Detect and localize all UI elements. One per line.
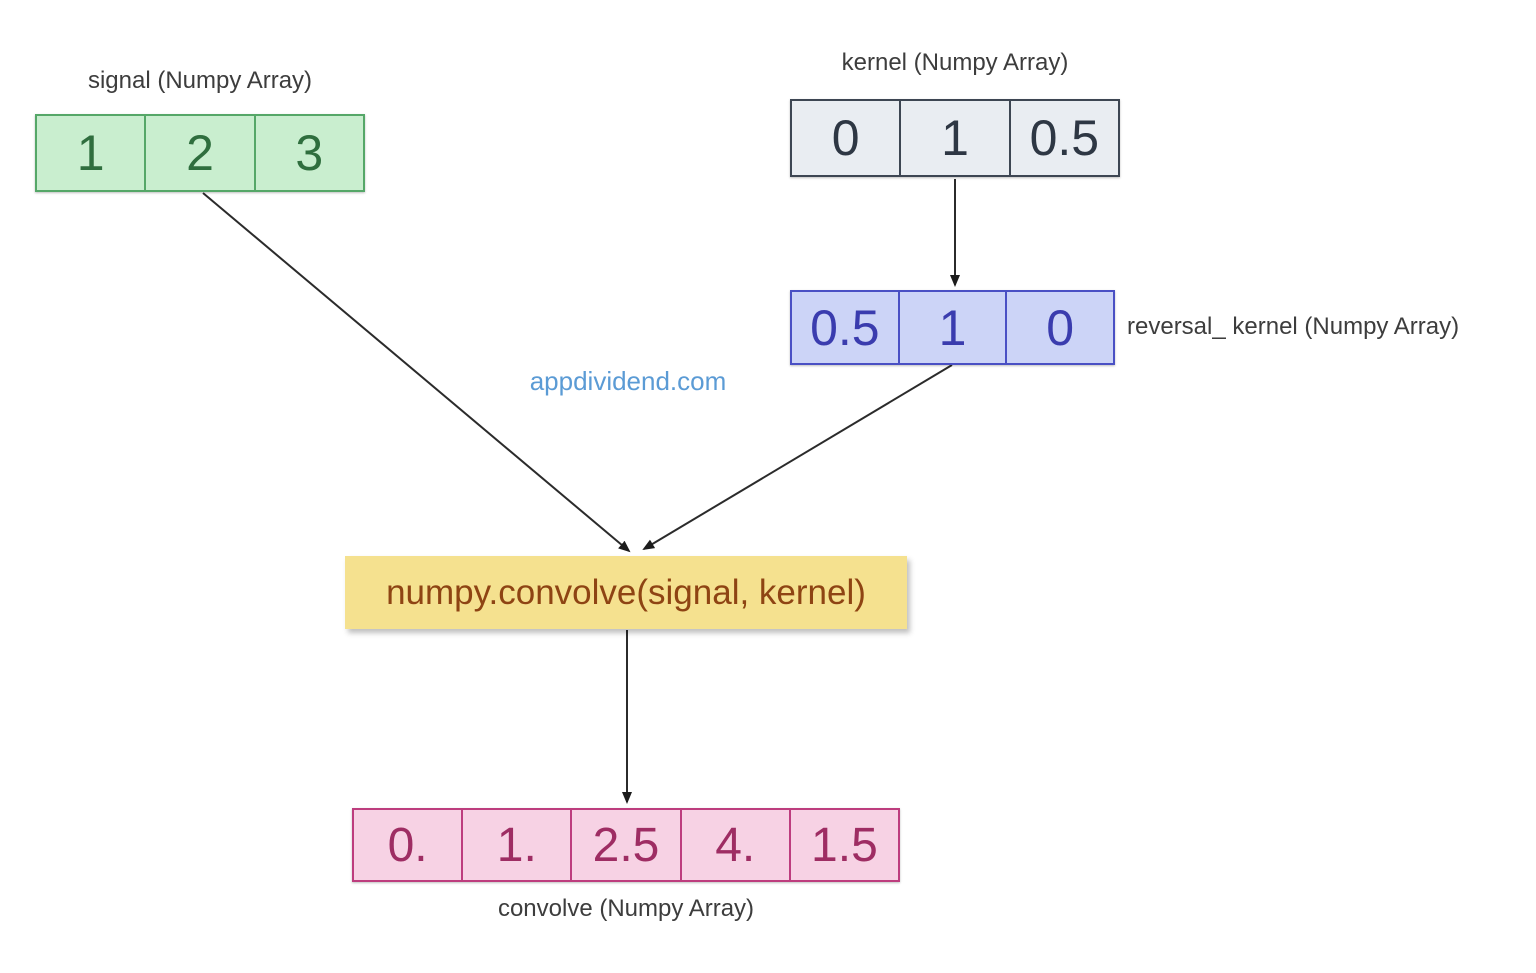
convolve-array-label: convolve (Numpy Array) xyxy=(497,895,755,922)
reversal-kernel-array: 0.5 1 0 xyxy=(790,290,1115,365)
watermark-text: appdividend.com xyxy=(529,366,727,396)
signal-cell-1: 2 xyxy=(144,116,253,190)
kernel-array-label: kernel (Numpy Array) xyxy=(841,49,1069,76)
convolve-cell-0: 0. xyxy=(387,818,428,872)
reversal-kernel-array-label: reversal_ kernel (Numpy Array) xyxy=(1127,313,1460,340)
kernel-array: 0 1 0.5 xyxy=(790,99,1120,177)
kernel-cell-1: 1 xyxy=(899,101,1008,175)
convolve-cell-1: 1. xyxy=(461,810,570,880)
signal-array-label: signal (Numpy Array) xyxy=(87,67,313,94)
convolve-function-box: numpy.convolve(signal, kernel) xyxy=(345,556,907,629)
convolve-cell-3: 4. xyxy=(679,810,789,880)
kernel-cell-2: 0.5 xyxy=(1008,101,1118,175)
convolve-cell-2: 2.5 xyxy=(570,810,679,880)
signal-cell-0: 1 xyxy=(76,125,105,181)
kernel-cell-0: 0 xyxy=(831,110,860,166)
signal-cell-2: 3 xyxy=(253,116,363,190)
arrow-reversal-to-convolve-fn xyxy=(642,364,953,551)
signal-array: 1 2 3 xyxy=(35,114,365,192)
convolve-result-array: 0. 1. 2.5 4. 1.5 xyxy=(352,808,900,882)
reversal-kernel-cell-1: 1 xyxy=(897,292,1006,363)
convolve-function-label: numpy.convolve(signal, kernel) xyxy=(386,572,866,612)
arrow-signal-to-convolve-fn xyxy=(202,192,631,553)
reversal-kernel-cell-2: 0 xyxy=(1005,292,1113,363)
reversal-kernel-cell-0: 0.5 xyxy=(810,299,880,356)
convolve-cell-4: 1.5 xyxy=(788,810,898,880)
